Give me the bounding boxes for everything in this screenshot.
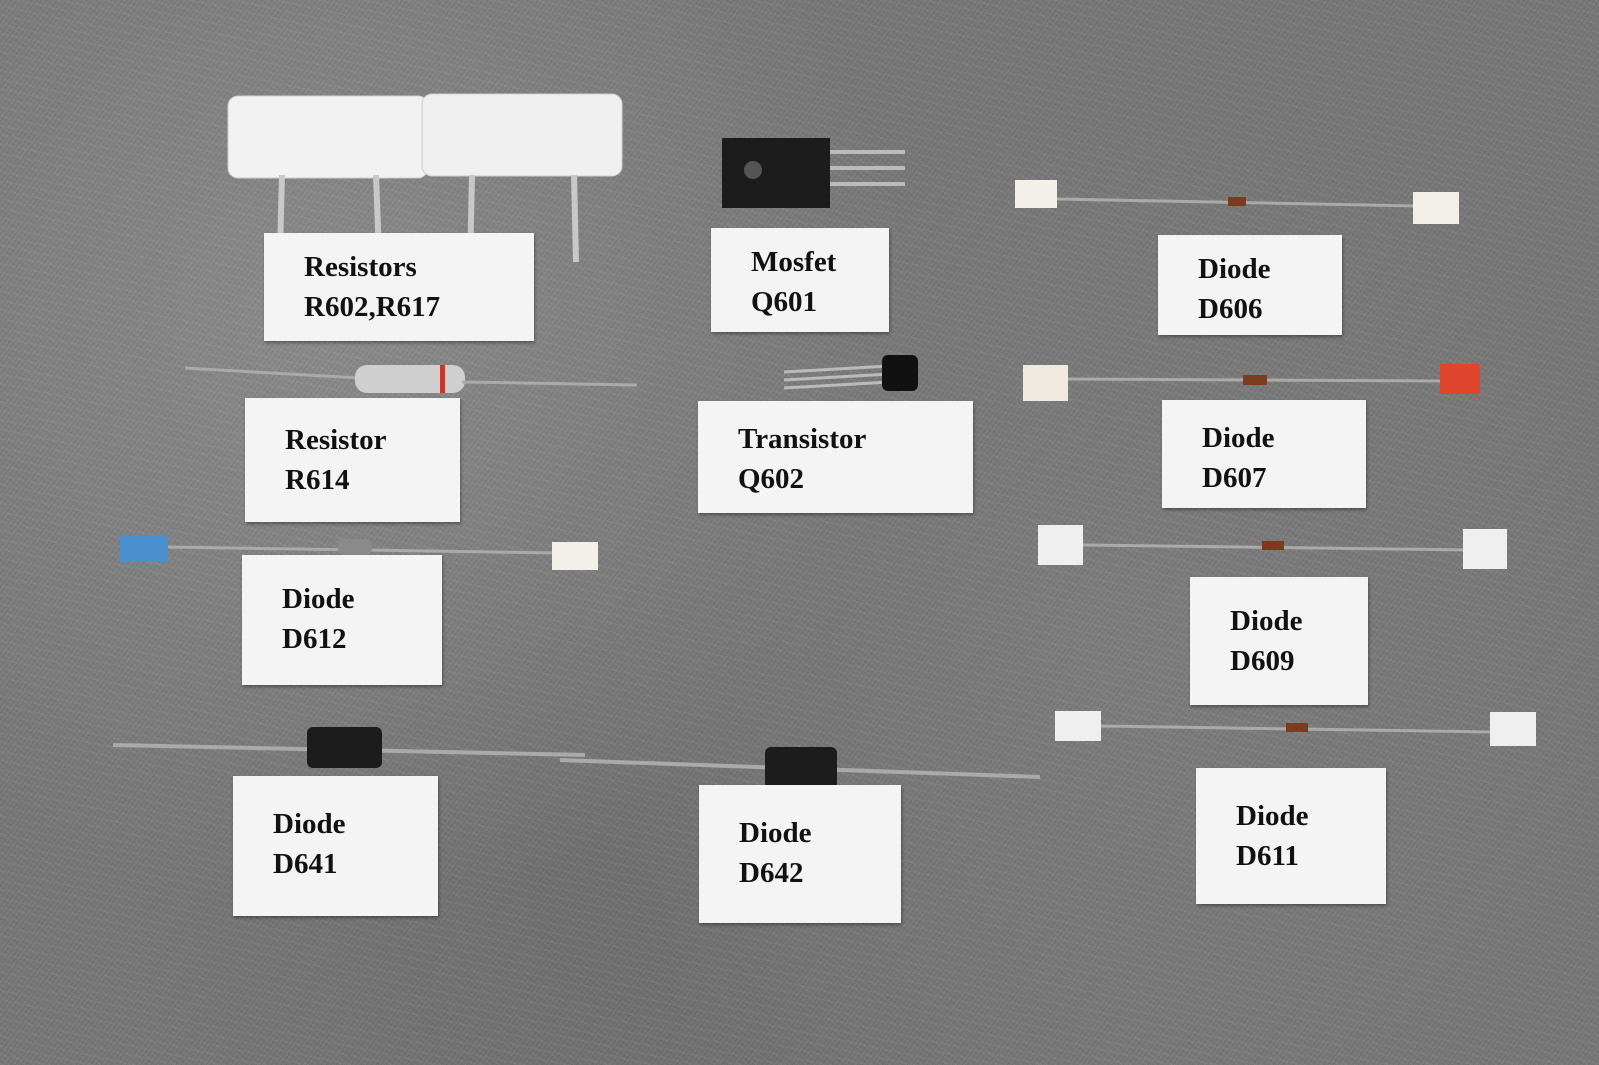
label-code: Q601 [751,286,818,318]
label-diode-d606: Diode D606 [1158,235,1342,335]
transistor-part [783,355,918,391]
diode-d612-part [120,535,598,570]
label-title: Resistor [285,424,387,456]
label-title: Transistor [738,423,867,455]
label-title: Resistors [304,251,417,283]
label-code: D611 [1236,840,1299,872]
label-code: R602,R617 [304,291,441,323]
label-title: Diode [1202,422,1275,454]
label-code: D641 [273,848,338,880]
label-mosfet-q601: Mosfet Q601 [711,228,889,332]
diode-d642-part [559,747,1041,789]
label-diode-d609: Diode D609 [1190,577,1368,705]
label-title: Diode [1230,605,1303,637]
diode-d641-part [112,727,586,768]
label-title: Diode [273,808,346,840]
label-code: R614 [285,464,350,496]
label-code: D607 [1202,462,1267,494]
diode-d606-part [1015,180,1459,224]
label-resistor-r614: Resistor R614 [245,398,460,522]
label-title: Mosfet [751,246,837,278]
label-code: D609 [1230,645,1295,677]
label-diode-d642: Diode D642 [699,785,901,923]
label-title: Diode [739,817,812,849]
resistor-r614-part [184,365,638,393]
label-title: Diode [1236,800,1309,832]
label-code: Q602 [738,463,805,495]
label-code: D612 [282,623,347,655]
label-title: Diode [1198,253,1271,285]
diode-d607-part [1023,364,1480,401]
label-diode-d607: Diode D607 [1162,400,1366,508]
label-diode-d611: Diode D611 [1196,768,1386,904]
label-diode-d641: Diode D641 [233,776,438,916]
label-resistors-r602-r617: Resistors R602,R617 [264,233,534,341]
mosfet-package [722,138,905,208]
label-code: D642 [739,857,804,889]
label-transistor-q602: Transistor Q602 [698,401,973,513]
label-title: Diode [282,583,355,615]
diode-d611-part [1055,711,1536,746]
diode-d609-part [1038,525,1507,569]
label-code: D606 [1198,293,1263,325]
label-diode-d612: Diode D612 [242,555,442,685]
ceramic-resistor-pair [227,93,623,269]
